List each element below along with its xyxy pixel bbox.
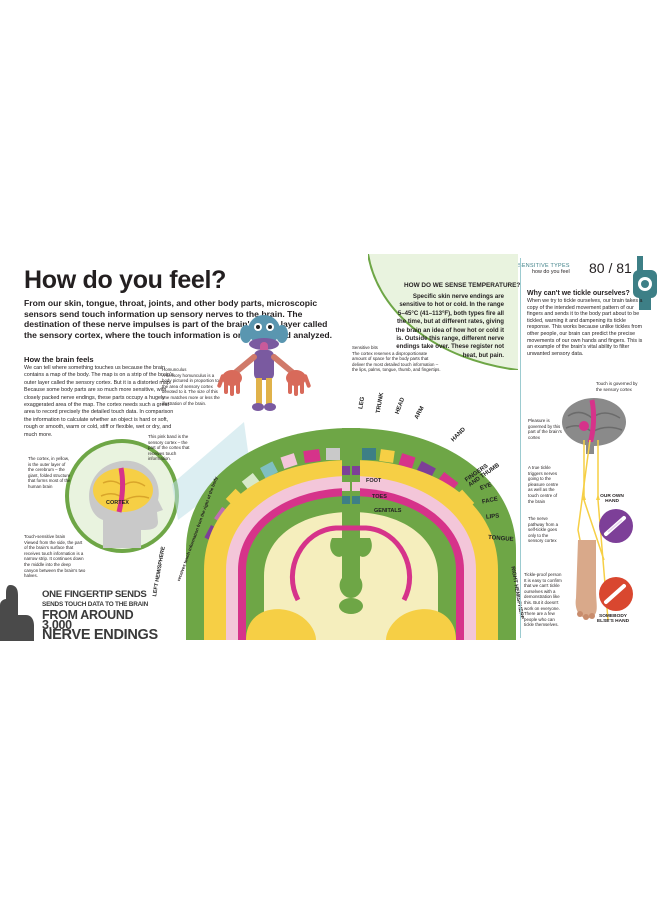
fact-line-1: ONE FINGERTIP SENDS bbox=[42, 589, 147, 600]
fact-line-3: FROM AROUND 3,000 bbox=[42, 608, 134, 632]
homunculus-figure bbox=[217, 315, 311, 411]
touch-governed-caption: Touch is governed by the sensory cortex bbox=[596, 381, 638, 392]
fact-line-4: NERVE ENDINGS bbox=[42, 627, 158, 643]
fingertip-icon bbox=[0, 585, 34, 641]
temperature-body: Specific skin nerve endings are sensitiv… bbox=[395, 293, 504, 359]
intro-text: From our skin, tongue, throat, joints, a… bbox=[24, 298, 333, 340]
page-title: How do you feel? bbox=[24, 266, 227, 294]
label-genitals: GENITALS bbox=[374, 508, 402, 514]
cortex-label: CORTEX bbox=[106, 500, 129, 506]
own-hand-label: OUR OWN HAND bbox=[600, 494, 624, 504]
label-leg: LEG bbox=[358, 396, 367, 410]
fingertip-fact: ONE FINGERTIP SENDS SENDS TOUCH DATA TO … bbox=[42, 589, 162, 643]
temperature-panel-bg bbox=[368, 254, 518, 370]
label-toes: TOES bbox=[372, 494, 387, 500]
projection-wedge bbox=[172, 422, 250, 520]
somebody-hand-icon bbox=[599, 577, 633, 611]
fact-line-2: SENDS TOUCH DATA TO THE BRAIN bbox=[42, 601, 149, 608]
side-view-head-diagram bbox=[65, 439, 179, 553]
foot-icon bbox=[575, 540, 597, 620]
section-title: SENSITIVE TYPES bbox=[518, 263, 570, 269]
tickle-brain-diagram bbox=[562, 398, 626, 454]
tickle-heading: Why can't we tickle ourselves? bbox=[527, 290, 630, 297]
nerve-pathway-caption: The nerve pathway from a self-tickle goe… bbox=[528, 516, 559, 544]
section-subtitle: how do you feel bbox=[531, 269, 570, 276]
homunculus-caption: Homunculus A sensory homunculus is a bod… bbox=[162, 367, 220, 406]
touch-hand-icon bbox=[633, 256, 657, 310]
sensitive-bits-caption: Sensitive bits The cortex reserves a dis… bbox=[352, 345, 441, 373]
brain-feels-body: We can tell where something touches us b… bbox=[24, 365, 174, 438]
true-tickle-caption: A true tickle triggers nerves going to t… bbox=[528, 465, 559, 504]
page-numbers: 80 / 81 bbox=[589, 260, 632, 276]
column-divider bbox=[520, 258, 521, 638]
pleasure-centre-caption: Pleasure is governed by this part of the… bbox=[528, 418, 562, 440]
temperature-heading: HOW DO WE SENSE TEMPERATURE? bbox=[404, 282, 521, 289]
touch-sensitive-caption: Touch-sensitive brain Viewed from the si… bbox=[24, 534, 86, 579]
somebody-hand-label: SOMEBODY ELSE'S HAND bbox=[596, 614, 630, 624]
section-label: SENSITIVE TYPES how do you feel bbox=[518, 263, 570, 276]
own-hand-icon bbox=[599, 509, 633, 543]
tickle-body: When we try to tickle ourselves, our bra… bbox=[527, 298, 643, 357]
pink-band-caption: This pink band is the sensory cortex – t… bbox=[148, 434, 190, 462]
brain-cross-section bbox=[186, 428, 516, 640]
brain-feels-heading: How the brain feels bbox=[24, 355, 94, 364]
cortex-yellow-caption: The cortex, in yellow, is the outer laye… bbox=[28, 456, 71, 489]
tickle-proof-caption: Tickle-proof person It is easy to confir… bbox=[524, 572, 562, 628]
label-lips: LIPS bbox=[485, 513, 500, 521]
label-foot: FOOT bbox=[366, 478, 382, 484]
